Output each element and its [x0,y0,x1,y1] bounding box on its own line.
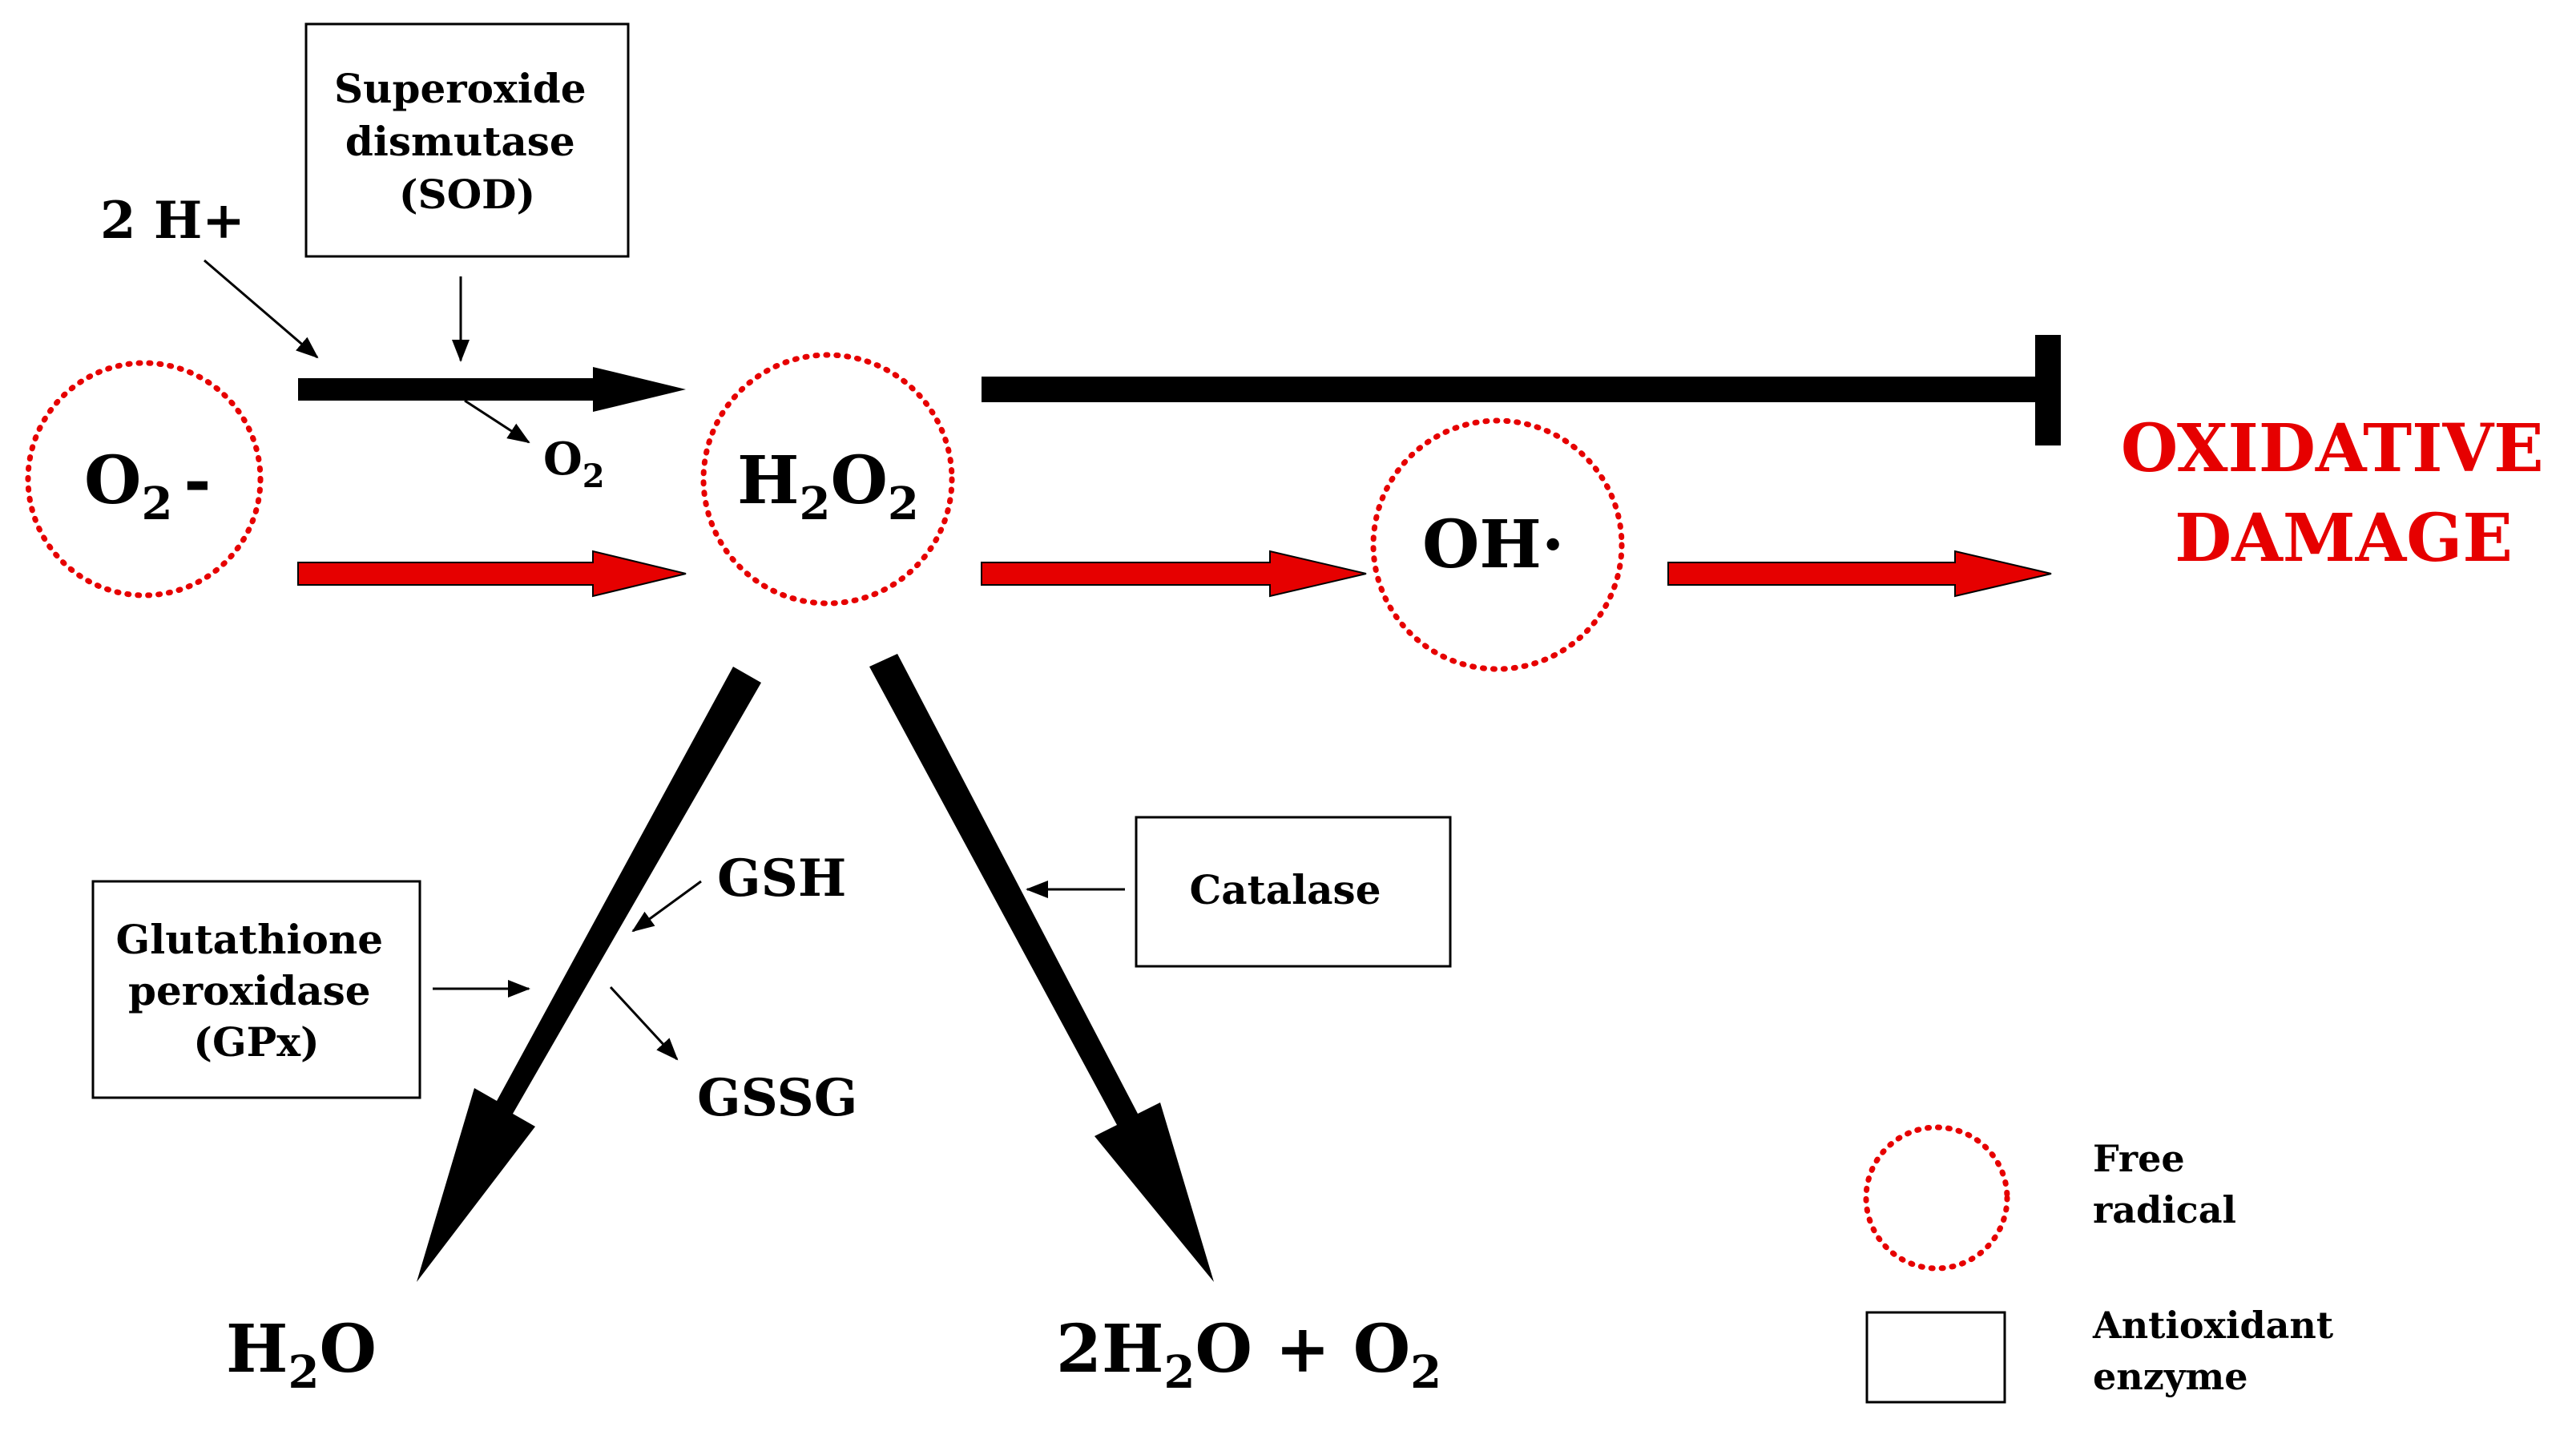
protons-label: 2 H+ [100,191,245,251]
inhibition-line [982,377,2043,402]
catalase-enzyme-label: Catalase [1189,866,1381,913]
legend-enzyme-label: Antioxidant enzyme [2092,1304,2346,1398]
inhibition-bar [2035,335,2061,445]
superoxide-radical-circle [25,360,264,599]
peroxide-to-hydroxyl-red-arrow [981,550,1367,598]
hydroxyl-to-damage-red-arrow [1667,550,2052,598]
gssg-label: GSSG [697,1068,857,1128]
catalase-branch-arrow [869,654,1214,1282]
sod-enzyme-box [304,22,630,258]
superoxide-label: O2- [84,442,211,530]
legend-radical-swatch [1863,1124,2010,1272]
gpx-enzyme-label: Glutathione peroxidase (GPx) [116,916,397,1066]
peroxide-radical-circle [700,352,955,607]
gsh-label: GSH [717,849,846,909]
legend-enzyme-swatch [1865,1311,2006,1404]
oxygen-product-label: O2 [543,433,605,495]
hydroxyl-radical-circle [1370,417,1625,672]
gsh-input-arrow [631,880,702,933]
gpx-enzyme-box [91,880,421,1099]
superoxide-to-peroxide-red-arrow [297,550,687,598]
oxidative-damage-label: OXIDATIVE DAMAGE [2121,410,2566,577]
gpx-branch-arrow [417,667,761,1282]
water-product-label: H2O [226,1311,377,1399]
protons-input-arrow [204,259,319,359]
water-oxygen-product-label: 2H2O + O2 [1056,1311,1441,1399]
sod-enzyme-label: Superoxide dismutase (SOD) [334,65,600,218]
hydroxyl-label: OH· [1422,506,1564,583]
oxygen-release-arrow [464,399,530,444]
legend-radical-label: Free radical [2093,1137,2236,1231]
gssg-output-arrow [609,986,679,1061]
hydrogen-peroxide-label: H2O2 [737,442,919,530]
sod-conversion-arrow [298,367,686,412]
catalase-enzyme-box [1135,816,1452,968]
